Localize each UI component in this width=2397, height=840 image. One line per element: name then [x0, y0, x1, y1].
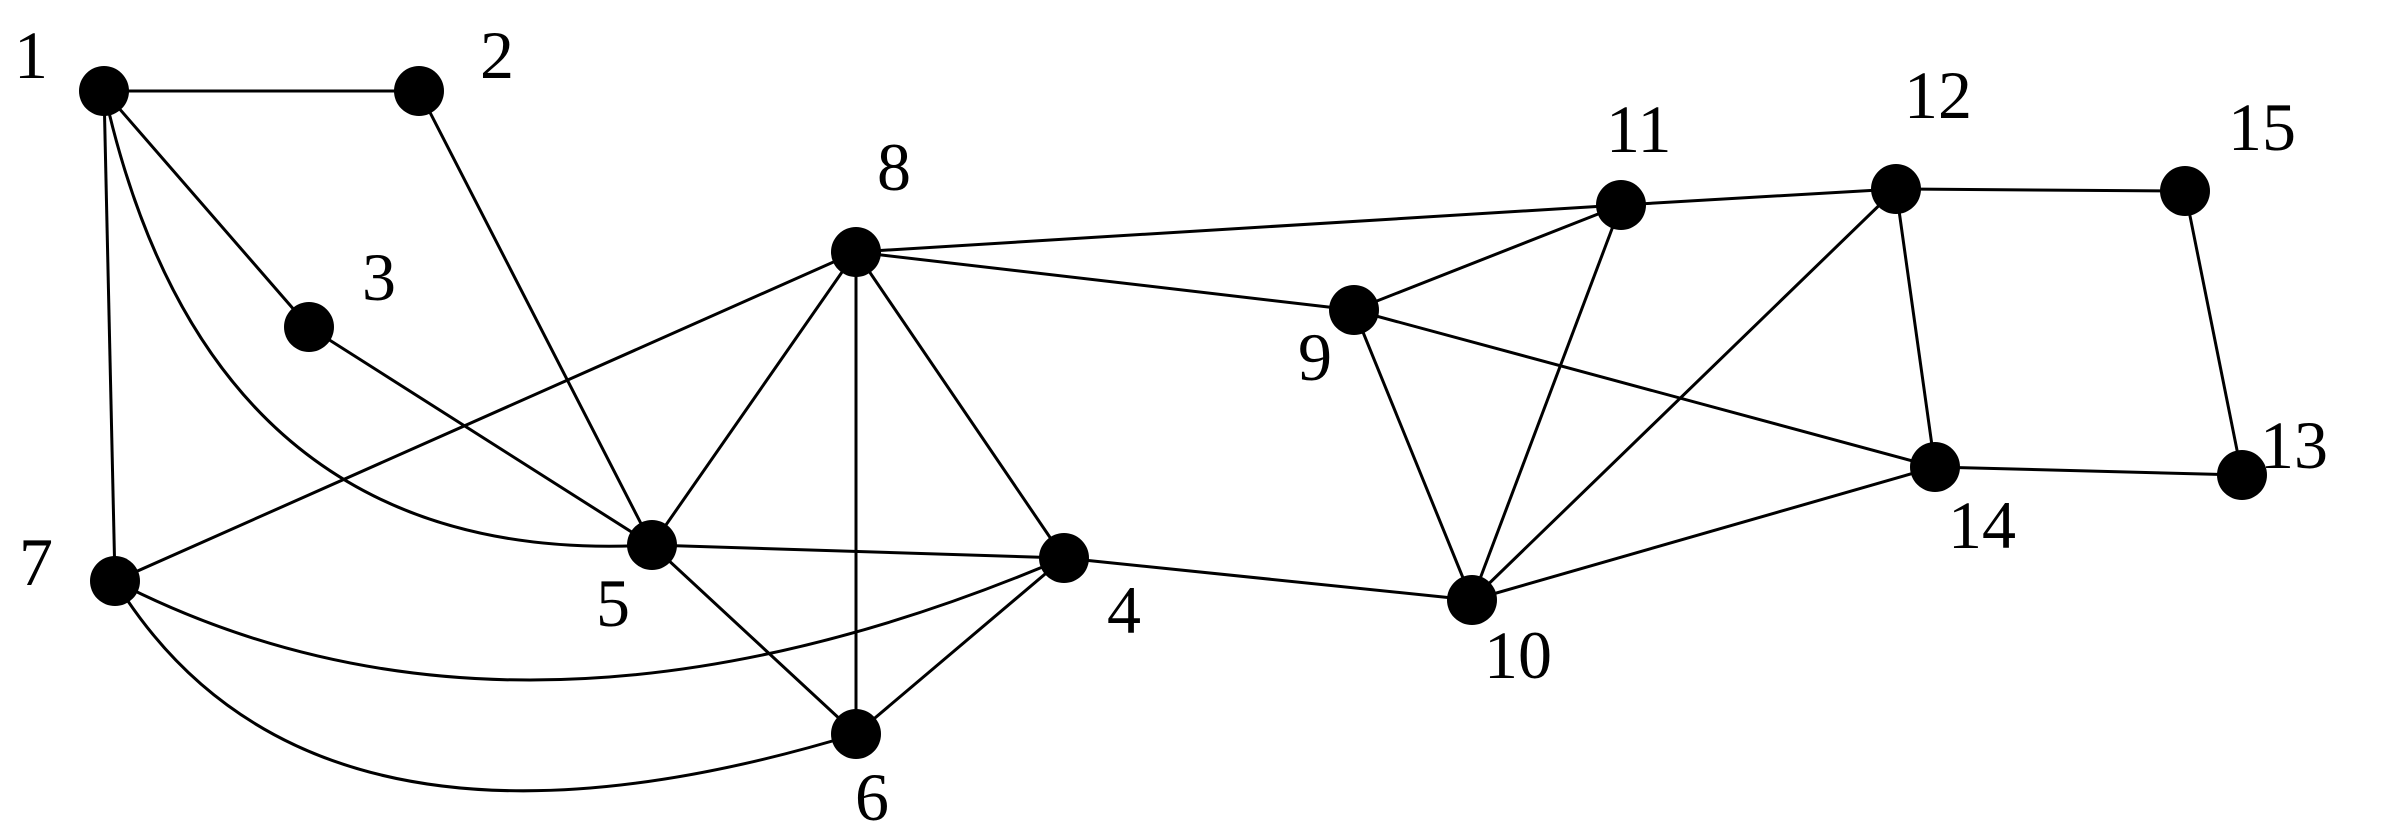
node-label-6: 6 [855, 759, 889, 835]
node-7 [90, 556, 140, 606]
edge-12-15 [1895, 187, 2186, 193]
edge-9-11 [1353, 203, 1622, 312]
node-label-13: 13 [2260, 407, 2328, 483]
node-label-9: 9 [1298, 319, 1332, 395]
node-13 [2217, 450, 2267, 500]
edge-7-8 [114, 250, 857, 583]
edge-5-4 [651, 543, 1065, 560]
edge-12-10 [1470, 187, 1898, 602]
node-1 [79, 66, 129, 116]
edge-2-5 [417, 90, 654, 546]
edge-9-14 [1353, 308, 1936, 469]
edge-11-10 [1470, 204, 1623, 601]
edge-11-12 [1620, 187, 1897, 207]
node-12 [1871, 164, 1921, 214]
edge-5-8 [650, 251, 858, 546]
node-label-3: 3 [362, 239, 396, 315]
node-label-11: 11 [1606, 91, 1671, 167]
edges-layer [102, 89, 2244, 793]
edge-5-6 [650, 543, 858, 736]
node-label-10: 10 [1484, 617, 1552, 693]
edge-15-13 [2183, 190, 2244, 476]
edge-7-4 [114, 556, 1065, 682]
node-label-15: 15 [2228, 89, 2296, 165]
edge-12-14 [1894, 188, 1937, 468]
edge-8-9 [855, 250, 1355, 312]
node-label-8: 8 [877, 129, 911, 205]
edge-8-4 [854, 251, 1066, 559]
node-3 [284, 302, 334, 352]
edge-14-13 [1934, 465, 2243, 477]
edge-4-6 [855, 556, 1065, 736]
edge-1-7 [102, 90, 117, 582]
node-11 [1596, 180, 1646, 230]
node-label-14: 14 [1948, 487, 2016, 563]
node-9 [1329, 285, 1379, 335]
node-2 [394, 66, 444, 116]
node-label-1: 1 [14, 17, 48, 93]
edge-4-10 [1063, 556, 1473, 602]
edge-3-5 [308, 325, 653, 547]
node-label-12: 12 [1904, 57, 1972, 133]
node-4 [1039, 533, 1089, 583]
node-label-7: 7 [19, 524, 53, 600]
nodes-layer [79, 66, 2267, 759]
edge-7-6 [113, 580, 857, 793]
node-label-4: 4 [1107, 572, 1141, 648]
node-label-2: 2 [480, 17, 514, 93]
node-6 [831, 709, 881, 759]
edge-8-11 [855, 203, 1622, 254]
node-10 [1447, 575, 1497, 625]
edge-1-3 [102, 90, 311, 328]
node-label-5: 5 [596, 565, 630, 641]
node-15 [2160, 166, 2210, 216]
edge-10-14 [1471, 465, 1936, 602]
node-5 [627, 520, 677, 570]
node-8 [831, 227, 881, 277]
edge-9-10 [1352, 309, 1474, 601]
node-14 [1910, 442, 1960, 492]
edge-1-5 [102, 90, 653, 548]
